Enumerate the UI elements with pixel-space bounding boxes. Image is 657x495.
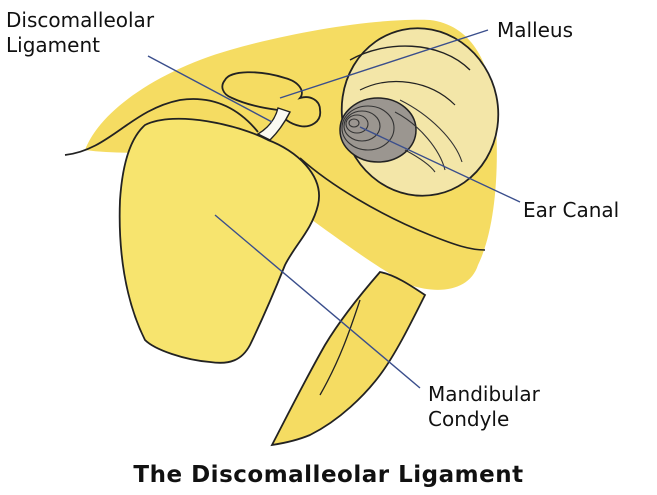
mandibular-condyle [120,119,319,363]
label-mandibular-line2: Condyle [428,407,509,431]
label-mandibular-line1: Mandibular [428,382,540,406]
styloid-process [272,272,425,445]
label-malleus: Malleus [497,18,573,42]
figure-caption: The Discomalleolar Ligament [0,462,657,488]
label-ear-canal: Ear Canal [523,198,619,222]
label-discomalleolar-line1: Discomalleolar [6,8,154,32]
joint-gap [292,245,355,305]
label-discomalleolar-line2: Ligament [6,33,100,57]
